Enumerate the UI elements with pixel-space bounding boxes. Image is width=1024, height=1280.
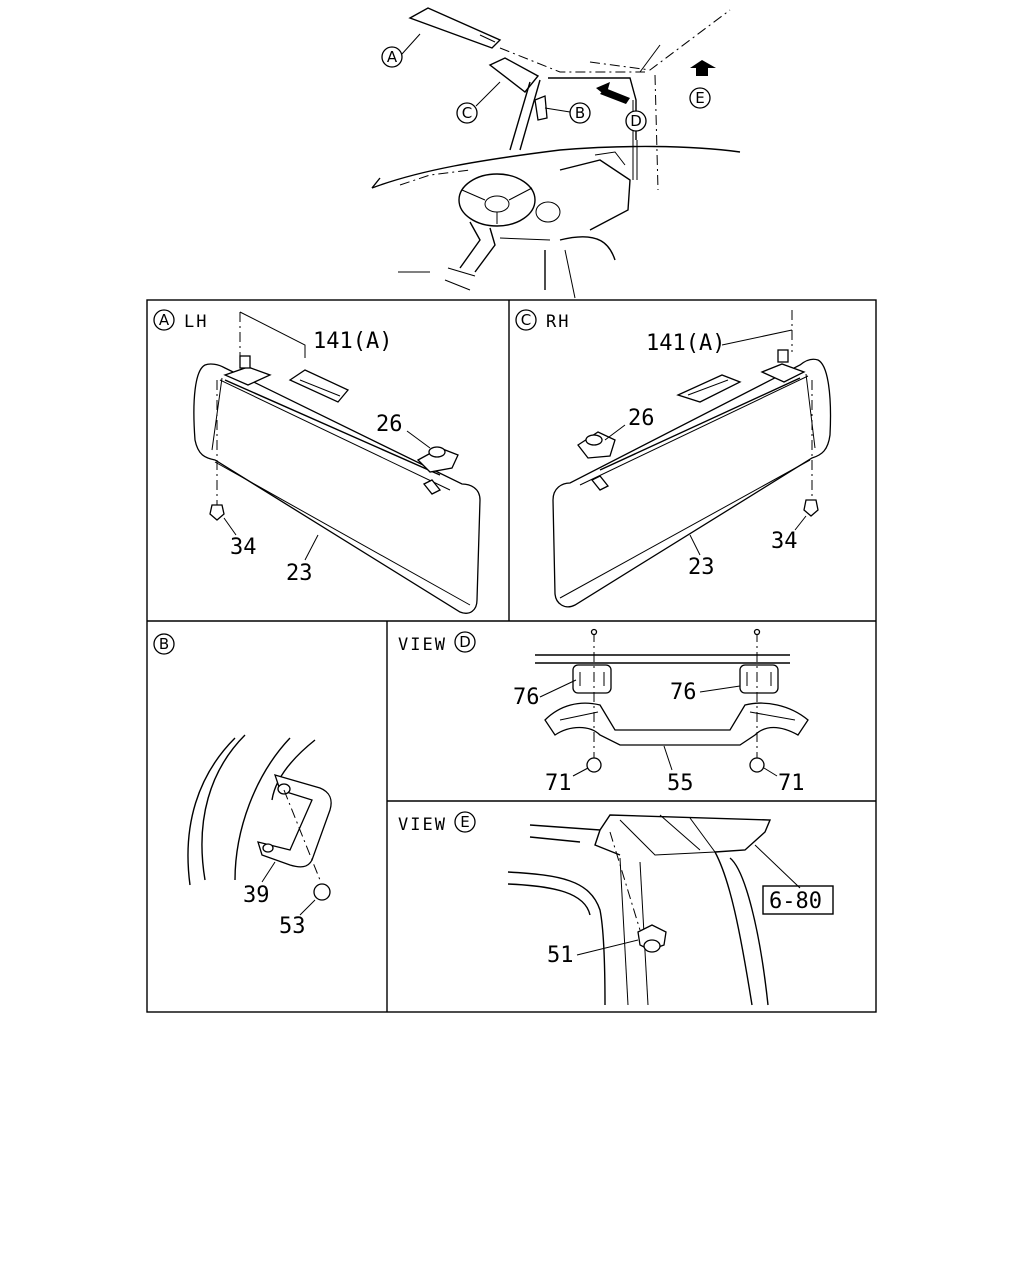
panel-c-side-label: RH	[546, 312, 570, 332]
callout-e-letter: E	[695, 89, 704, 107]
panel-a-side-label: LH	[184, 312, 208, 332]
panel-d-letter-circle	[454, 631, 476, 653]
callout-d-letter: D	[630, 112, 642, 130]
callout-b	[569, 102, 591, 124]
panel-d-letter: D	[459, 633, 471, 651]
cab-overview: A C B D E	[371, 7, 741, 299]
clip-141-rh	[676, 374, 742, 403]
panel-b-letter: B	[159, 635, 169, 653]
callout-a	[381, 46, 403, 68]
label-76-right: 76	[670, 680, 697, 705]
label-23-rh: 23	[688, 555, 715, 580]
panel-a-lh: A LH 141(A) 26 34 23	[153, 309, 481, 614]
label-51: 51	[547, 943, 574, 968]
panel-d: VIEW D 76 76 71 71 55	[398, 628, 809, 796]
callout-c-letter: C	[462, 104, 472, 122]
label-34-rh: 34	[771, 529, 798, 554]
panel-frames	[146, 299, 877, 1013]
label-76-left: 76	[513, 685, 540, 710]
label-23-lh: 23	[286, 561, 313, 586]
callout-c	[456, 102, 478, 124]
label-141-rh: 141(A)	[646, 331, 725, 356]
sun-visor-lh	[193, 363, 481, 614]
panel-c-rh: C RH 141(A) 26 34 23	[515, 309, 832, 608]
grip-55	[544, 702, 809, 746]
panel-b: B 39 53	[153, 633, 332, 939]
panel-e: VIEW E 51 6-80	[398, 811, 834, 1006]
panel-b-letter-circle	[153, 633, 175, 655]
bracket-39	[257, 774, 332, 868]
ref-box	[762, 885, 834, 915]
ref-box-label: 6-80	[769, 889, 822, 914]
callout-e	[689, 87, 711, 109]
screw-53	[313, 883, 331, 901]
label-55: 55	[667, 771, 694, 796]
label-26-lh: 26	[376, 412, 403, 437]
panel-e-view-text: VIEW	[398, 815, 447, 835]
base-76-left	[572, 664, 612, 694]
screw-71-left	[586, 757, 602, 773]
panel-c-letter-circle	[515, 309, 537, 331]
label-53: 53	[279, 914, 306, 939]
label-71-left: 71	[545, 771, 572, 796]
sun-visor-rh	[552, 358, 832, 608]
screw-34-lh	[209, 504, 225, 521]
panel-c-letter: C	[521, 311, 531, 329]
panel-e-letter: E	[460, 813, 469, 831]
screw-34-rh	[803, 499, 819, 517]
panel-d-view-text: VIEW	[398, 635, 447, 655]
label-34-lh: 34	[230, 535, 257, 560]
callout-b-letter: B	[575, 104, 585, 122]
clip-141-lh	[288, 369, 350, 403]
callout-d	[625, 110, 647, 132]
label-39: 39	[243, 883, 270, 908]
callout-a-letter: A	[387, 48, 398, 66]
label-141-lh: 141(A)	[313, 329, 392, 354]
panel-e-letter-circle	[454, 811, 476, 833]
panel-a-letter-circle	[153, 309, 175, 331]
label-71-right: 71	[778, 771, 805, 796]
base-76-right	[739, 664, 779, 694]
label-26-rh: 26	[628, 406, 655, 431]
panel-a-letter: A	[159, 311, 170, 329]
screw-71-right	[749, 757, 765, 773]
